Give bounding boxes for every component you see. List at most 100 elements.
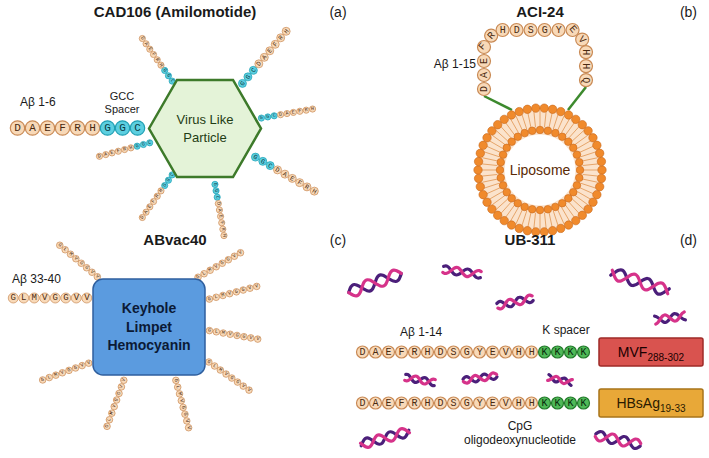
lipid-head [507, 111, 515, 119]
lipid-tail [583, 174, 599, 176]
text-label: (c) [323, 232, 353, 248]
t-helper-epitope-box: MVF288-302 [598, 337, 704, 367]
lipid-head [503, 188, 511, 196]
t-helper-epitope-box: HBsAg19-33 [598, 388, 704, 418]
residue-letters-path: DAEFRH [14, 122, 104, 134]
residue-letters: DAEFRH [97, 144, 136, 160]
lipid-head [544, 127, 552, 135]
lipid-tail [583, 164, 599, 166]
cpg-helix [347, 268, 404, 298]
lipid-head [597, 174, 605, 182]
residue-letters-path: GLMVGGVV [11, 293, 95, 303]
lipid-tail [582, 179, 598, 182]
lipid-tail [484, 183, 499, 188]
residue-letters: GGC [135, 139, 155, 150]
lipid-tail [540, 213, 541, 229]
lipid-head [597, 157, 605, 165]
lipid-head [548, 227, 556, 235]
residue-letters: DAEFRH [14, 122, 104, 134]
dna-strand [595, 431, 642, 450]
lipid-tail [522, 211, 527, 226]
lipid-tail [544, 111, 546, 127]
peptide-chain: DAEFRH [139, 35, 166, 71]
lipid-head [497, 158, 505, 166]
residue-letters-path: GLMVGGVV [207, 282, 263, 302]
residue-letters-path: KKKK [542, 398, 594, 409]
cpg-helix [443, 266, 482, 279]
residue-letters-path: GGC [259, 112, 279, 121]
dna-strand [548, 375, 573, 386]
lipid-head [496, 166, 504, 174]
cpg-helix [463, 372, 498, 383]
lipid-head [575, 174, 583, 182]
node-label: 288-302 [647, 352, 684, 363]
residue-letters-path: DAEFRH [139, 36, 166, 71]
peptide-chain: DAEFRH [96, 144, 136, 160]
text-label: CAD106 (Amilomotide) [45, 3, 305, 20]
residue-letters-path: DAEFRHDSGYEVHH [360, 398, 542, 409]
peptide-chain: GGC [100, 121, 149, 135]
lipid-head [514, 199, 522, 207]
text-label: CpG oligodeoxynucleotide [450, 420, 590, 448]
dna-strand [655, 312, 686, 324]
lipid-tail [486, 187, 501, 194]
peptide-chain: GGC [258, 112, 279, 121]
carrier-protein-box: Keyhole Limpet Hemocyanin [92, 278, 206, 376]
peptide-chain: DAEFRH [215, 200, 228, 241]
lipid-head [557, 107, 565, 115]
lipid-tail [557, 209, 564, 224]
lipid-tail [484, 152, 499, 157]
residue-letters: GLMVGGVV [57, 242, 104, 283]
lipid-head [593, 191, 601, 199]
lipid-head [589, 134, 597, 142]
peptide-chain: GLMVGGVV [206, 327, 264, 343]
cpg-helix [610, 267, 671, 297]
residue-letters-path: DAEFRH [215, 202, 228, 242]
residue-letters-path: DAEFRH [274, 166, 322, 198]
linker-line [484, 96, 512, 110]
lipid-head [499, 182, 507, 190]
lipid-tail [577, 141, 591, 149]
lipid-tail [583, 170, 599, 171]
lipid-tail [482, 179, 498, 182]
decorations [347, 87, 686, 449]
text-label: (d) [680, 232, 697, 248]
peptide-chain: GLMVGGVV [206, 359, 256, 396]
dna-strand [463, 372, 498, 383]
lipid-head [552, 203, 560, 211]
lipid-head [573, 151, 581, 159]
lipid-head [596, 183, 604, 191]
lipid-tail [557, 116, 564, 131]
virus-like-particle: Virus Like Particle [149, 80, 261, 177]
lipid-head [476, 149, 484, 157]
cpg-helix [655, 312, 686, 324]
lipid-head [564, 194, 572, 202]
lipid-tail [486, 146, 501, 153]
lipid-head [544, 205, 552, 213]
residue-letters-path: GLMVGGVV [207, 327, 263, 343]
residue-letters-path: GGC [104, 122, 149, 134]
peptide-chain: GGC [134, 139, 155, 150]
lipid-bilayer [474, 104, 606, 236]
lipid-tail [544, 213, 546, 229]
lipid-head [536, 206, 544, 214]
lipid-head [572, 216, 580, 224]
lipid-tail [581, 152, 596, 157]
lipid-tail [511, 119, 519, 133]
cpg-helix [548, 375, 573, 386]
hexagon-outline [149, 80, 261, 177]
peptide-chain: KKKK [538, 346, 594, 358]
lipid-head [540, 228, 548, 236]
residue-letters: DAEFRHDSGYEVHHQ [476, 23, 594, 92]
lipid-head [523, 227, 531, 235]
residue-letters: DAEFRHDSGYEVHH [360, 347, 542, 358]
lipid-head [564, 138, 572, 146]
lipid-head [548, 105, 556, 113]
lipid-head [515, 107, 523, 115]
text-label: Aβ 1-14 [400, 326, 442, 340]
lipid-head [503, 144, 511, 152]
peptide-chain: GLMVGGVV [8, 293, 95, 303]
lipid-tail [489, 192, 503, 200]
lipid-tail [582, 158, 598, 161]
lipid-head [515, 224, 523, 232]
